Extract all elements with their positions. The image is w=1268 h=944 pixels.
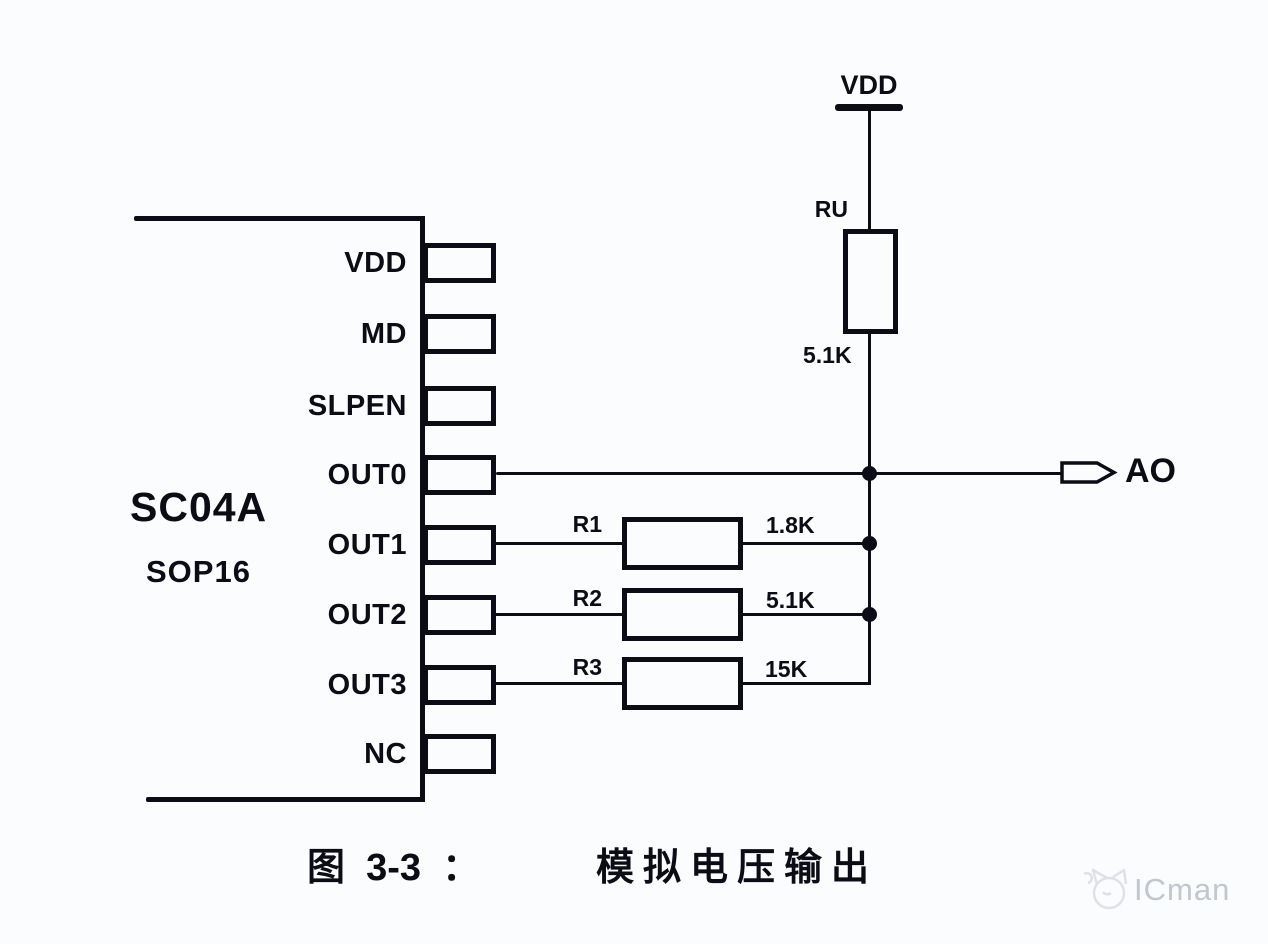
junction-dot-r1 bbox=[862, 536, 877, 551]
watermark-brand-text: ICman bbox=[1134, 872, 1231, 907]
pin-label-out2: OUT2 bbox=[327, 599, 407, 631]
vdd-rail-label: VDD bbox=[840, 70, 898, 100]
wire-out2-to-r2 bbox=[494, 613, 624, 616]
ao-port-icon bbox=[1060, 461, 1118, 484]
r1-resistor-body bbox=[622, 517, 743, 570]
ic-right-edge bbox=[420, 216, 425, 802]
ru-value-label: 5.1K bbox=[803, 342, 852, 368]
pin-label-vdd: VDD bbox=[344, 247, 407, 279]
pin-label-nc: NC bbox=[364, 738, 407, 770]
wire-out1-to-r1 bbox=[494, 542, 624, 545]
wire-vdd-to-ru bbox=[868, 110, 871, 231]
wire-bus-vertical bbox=[868, 334, 871, 685]
ic-top-edge bbox=[134, 216, 425, 221]
pin-label-slpen: SLPEN bbox=[307, 390, 407, 422]
r2-ref-label: R2 bbox=[572, 585, 602, 611]
pin-box-out1 bbox=[423, 525, 496, 565]
r3-resistor-body bbox=[622, 657, 743, 710]
wire-out0-to-ao bbox=[496, 472, 1063, 475]
caption-title: 模拟电压输出 bbox=[596, 847, 879, 889]
pin-label-out1: OUT1 bbox=[327, 529, 407, 561]
r1-ref-label: R1 bbox=[572, 511, 602, 537]
ic-package: SOP16 bbox=[146, 554, 251, 589]
pin-box-out0 bbox=[423, 455, 496, 495]
vdd-rail-bar bbox=[835, 104, 903, 111]
wire-r3-to-bus bbox=[741, 682, 871, 685]
wire-r1-to-bus bbox=[741, 542, 871, 545]
r2-value-label: 5.1K bbox=[766, 587, 815, 613]
pin-label-out3: OUT3 bbox=[327, 669, 407, 701]
pin-box-out2 bbox=[423, 595, 496, 635]
pin-label-out0: OUT0 bbox=[327, 459, 407, 491]
pin-box-vdd bbox=[423, 243, 496, 283]
ic-bottom-edge bbox=[146, 797, 425, 802]
r3-value-label: 15K bbox=[765, 656, 808, 682]
pin-label-md: MD bbox=[360, 318, 407, 350]
ru-resistor-body bbox=[843, 229, 898, 334]
junction-dot-r2 bbox=[862, 607, 877, 622]
icman-logo-icon bbox=[1083, 868, 1128, 910]
ru-ref-label: RU bbox=[814, 196, 848, 222]
wire-out3-to-r3 bbox=[494, 682, 624, 685]
ic-name: SC04A bbox=[130, 484, 268, 530]
r2-resistor-body bbox=[622, 588, 743, 641]
r3-ref-label: R3 bbox=[572, 654, 602, 680]
pin-box-md bbox=[423, 314, 496, 354]
pin-box-slpen bbox=[423, 386, 496, 426]
pin-box-out3 bbox=[423, 665, 496, 705]
caption-figure-number: 图 3-3 ： bbox=[307, 847, 481, 889]
ao-port-label: AO bbox=[1125, 452, 1176, 490]
r1-value-label: 1.8K bbox=[766, 512, 815, 538]
junction-dot-out0 bbox=[862, 466, 877, 481]
pin-box-nc bbox=[423, 734, 496, 774]
wire-r2-to-bus bbox=[741, 613, 871, 616]
